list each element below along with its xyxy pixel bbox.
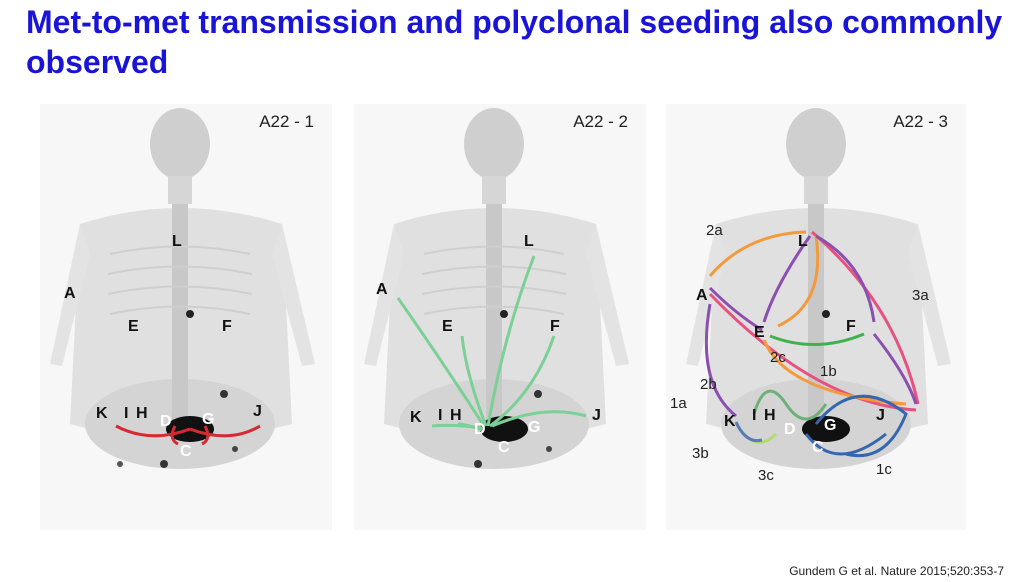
- site-a: A: [696, 287, 708, 304]
- site-h: H: [136, 405, 148, 422]
- site-e: E: [442, 318, 453, 335]
- site-f: F: [222, 318, 232, 335]
- site-e: E: [754, 324, 765, 341]
- site-j: J: [876, 407, 885, 424]
- clone-3b: 3b: [692, 445, 709, 462]
- panel-a22-3: A E F L K I H D G C J 2a 3a 2c 1b 2b 1a …: [666, 104, 966, 530]
- site-l: L: [524, 233, 534, 250]
- site-d: D: [784, 421, 796, 438]
- site-k: K: [410, 409, 422, 426]
- panel-label-2: A22 - 2: [573, 112, 628, 131]
- site-i: I: [438, 407, 442, 424]
- site-f: F: [846, 318, 856, 335]
- site-c: C: [812, 439, 824, 456]
- panel-label-1: A22 - 1: [259, 112, 314, 131]
- site-c: C: [180, 443, 192, 460]
- site-k: K: [96, 405, 108, 422]
- site-i: I: [752, 407, 756, 424]
- site-f: F: [550, 318, 560, 335]
- site-e: E: [128, 318, 139, 335]
- slide-title: Met-to-met transmission and polyclonal s…: [26, 4, 1003, 80]
- site-c: C: [498, 439, 510, 456]
- site-a: A: [64, 285, 76, 302]
- clone-2c: 2c: [770, 349, 786, 366]
- site-l: L: [172, 233, 182, 250]
- bone-scan-image-3: A E F L K I H D G C J 2a 3a 2c 1b 2b 1a …: [670, 108, 951, 484]
- bone-scan-image-1: A E F L K I H D G C J: [50, 108, 315, 469]
- bone-scan-figure: A E F L K I H D G C J A22 - 1: [40, 104, 966, 530]
- clone-1b: 1b: [820, 363, 837, 380]
- site-d: D: [160, 413, 172, 430]
- site-d: D: [474, 421, 486, 438]
- citation: Gundem G et al. Nature 2015;520:353-7: [789, 564, 1004, 578]
- bone-scan-image-2: A E F L K I H D G C J: [364, 108, 629, 469]
- clone-3c: 3c: [758, 467, 774, 484]
- site-g: G: [202, 411, 214, 428]
- site-g: G: [824, 417, 836, 434]
- site-h: H: [450, 407, 462, 424]
- panel-a22-2: A E F L K I H D G C J A22 - 2: [354, 104, 646, 530]
- site-i: I: [124, 405, 128, 422]
- site-a: A: [376, 281, 388, 298]
- site-h: H: [764, 407, 776, 424]
- arrow-d-to-j: [189, 424, 261, 438]
- clone-1c: 1c: [876, 461, 892, 478]
- site-j: J: [253, 403, 262, 420]
- clone-1a: 1a: [670, 395, 687, 412]
- clone-3a: 3a: [912, 287, 929, 304]
- site-k: K: [724, 413, 736, 430]
- clone-2b: 2b: [700, 376, 717, 393]
- site-j: J: [592, 407, 601, 424]
- panel-label-3: A22 - 3: [893, 112, 948, 131]
- panel-a22-1: A E F L K I H D G C J A22 - 1: [40, 104, 332, 530]
- site-l: L: [798, 233, 808, 250]
- site-g: G: [528, 419, 540, 436]
- clone-2a: 2a: [706, 222, 723, 239]
- arrow-d-to-k: [115, 424, 191, 438]
